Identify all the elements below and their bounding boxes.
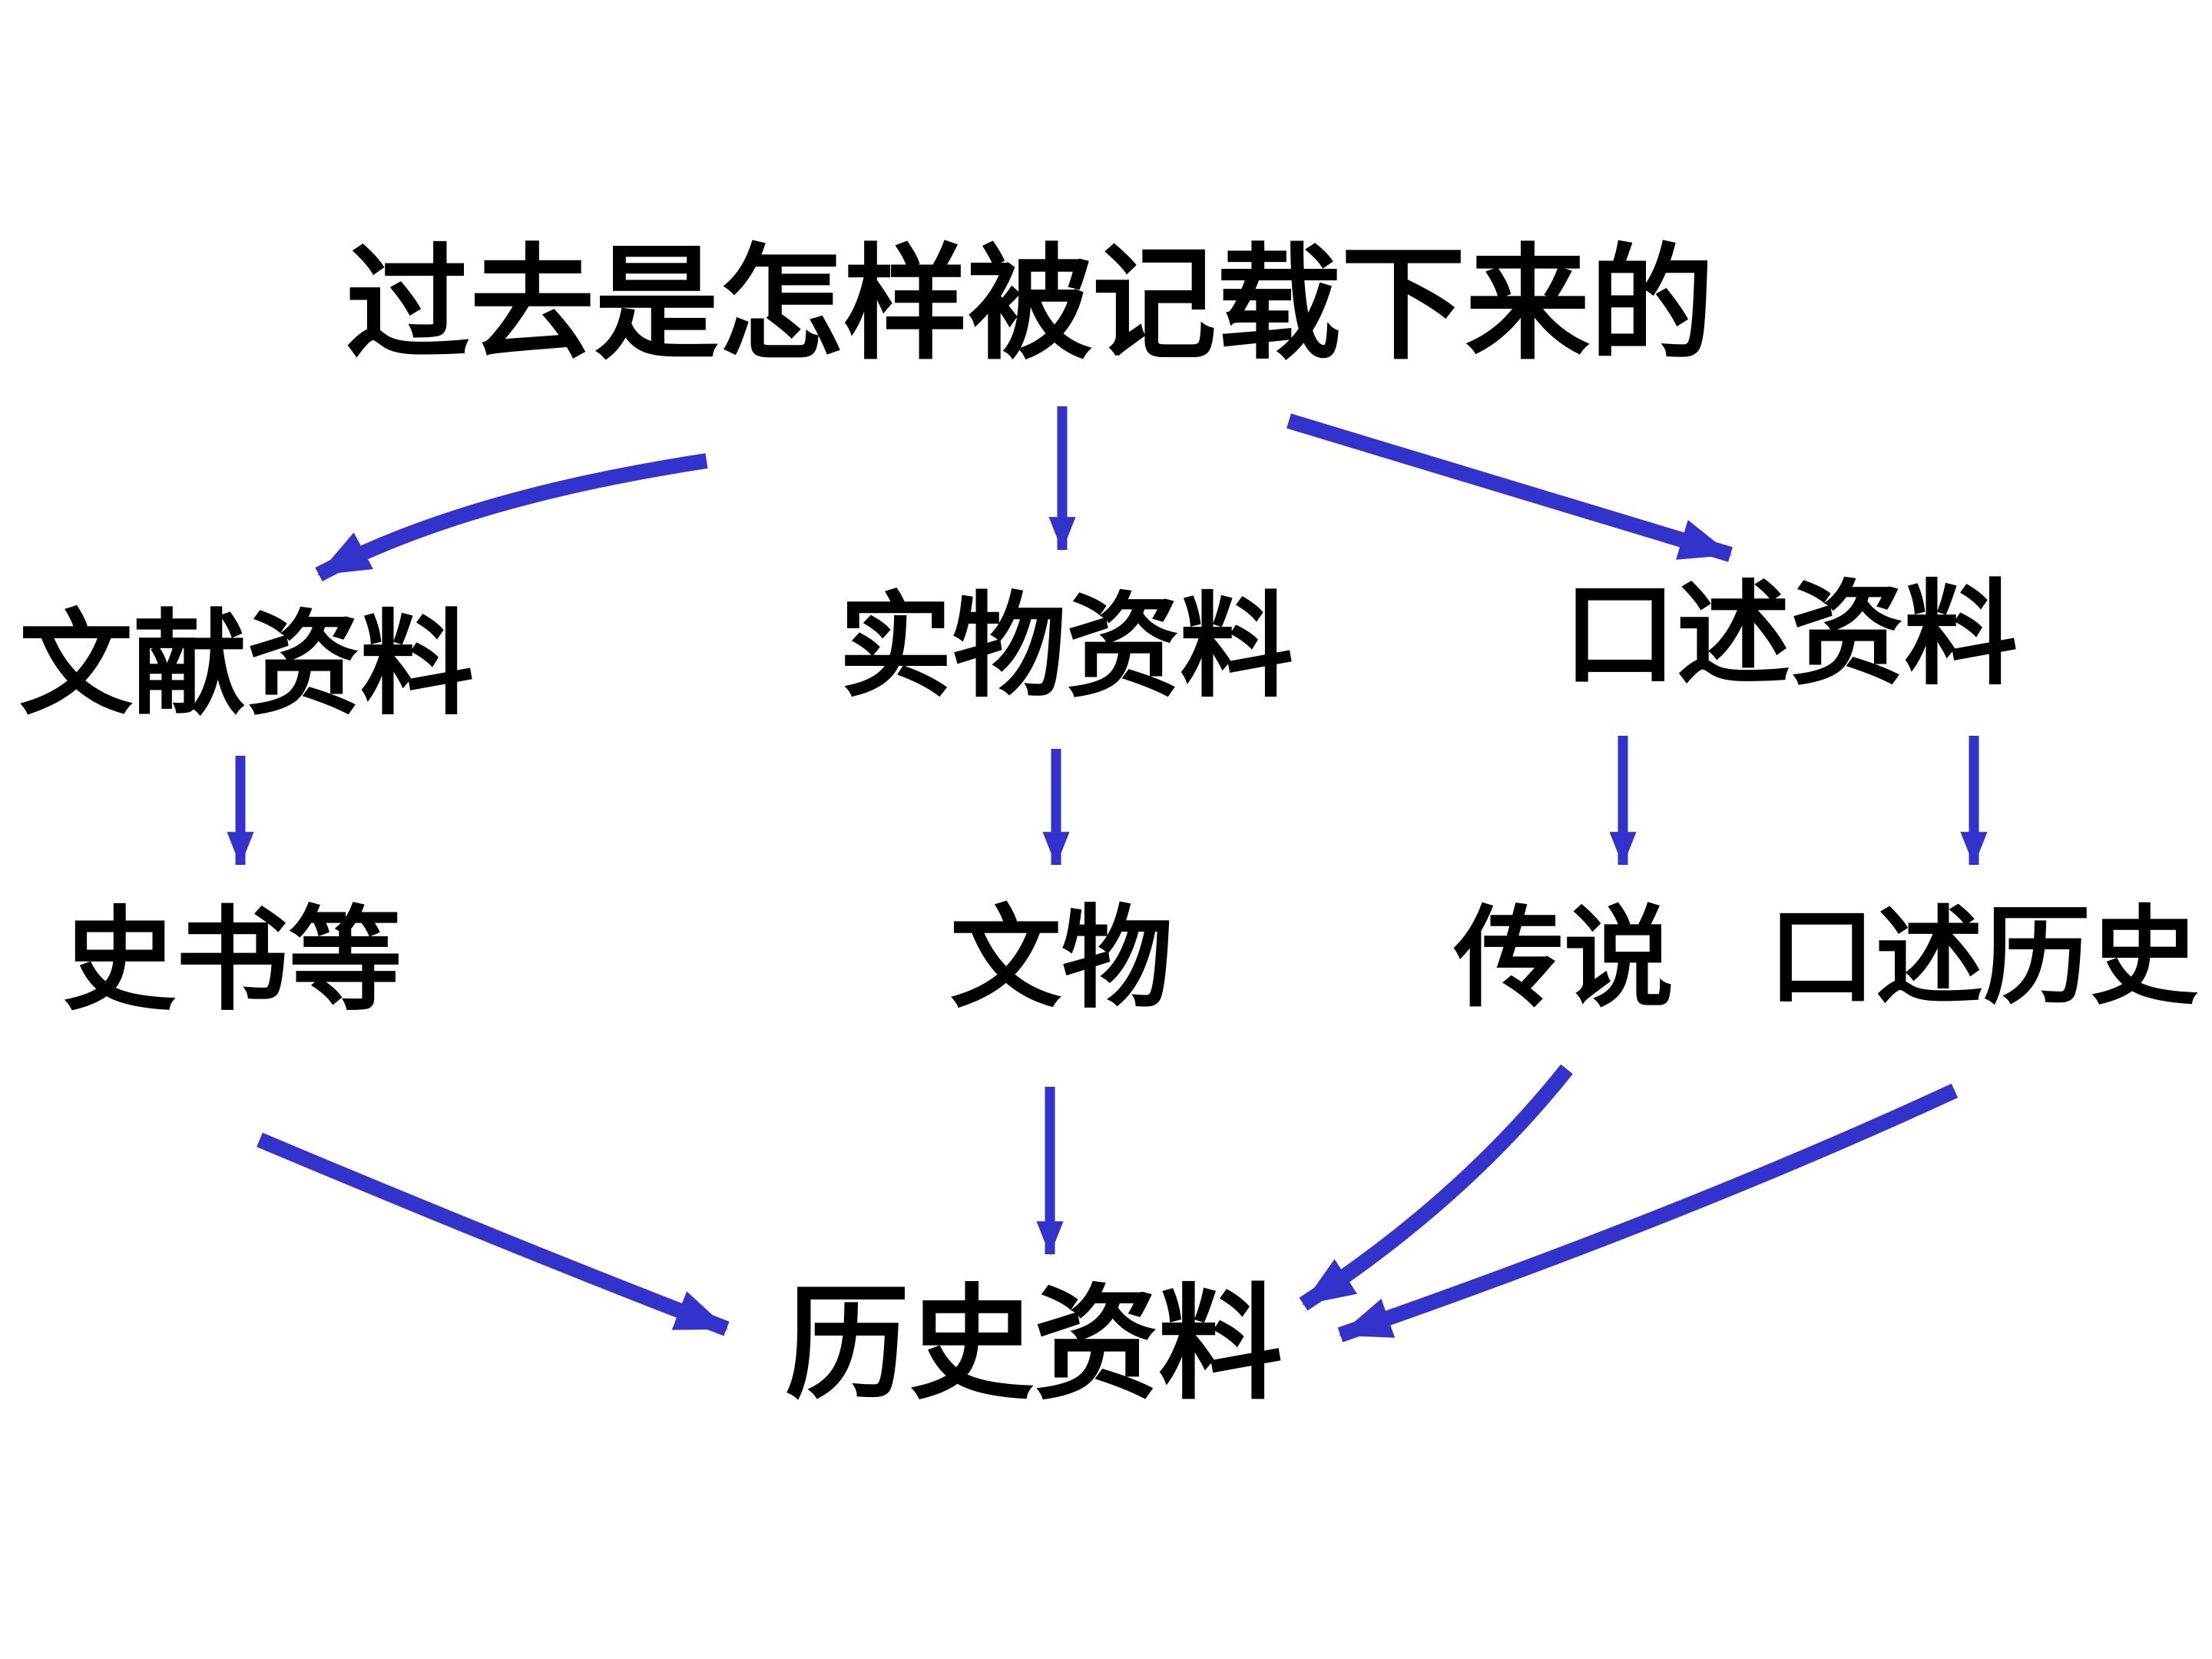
node-chuanshuo: 传说 bbox=[1454, 899, 1674, 1020]
diagram-title: 过去是怎样被记载下来的 bbox=[346, 237, 1714, 375]
node-wenwu: 文物 bbox=[950, 899, 1173, 1022]
arrow-shishu-deng-to-lishi-ziliao bbox=[257, 1132, 730, 1336]
arrow-chuanshuo-to-lishi-ziliao bbox=[1299, 1064, 1573, 1311]
arrow-koushu-lishi-to-lishi-ziliao bbox=[1337, 1083, 1959, 1343]
node-koushu-lishi: 口述历史 bbox=[1768, 899, 2199, 1018]
arrow-title-to-wenxian-ziliao bbox=[315, 453, 708, 581]
node-shishu-deng: 史书等 bbox=[63, 899, 402, 1024]
node-lishi-ziliao: 历史资料 bbox=[785, 1277, 1283, 1415]
node-koushu-ziliao: 口述资料 bbox=[1563, 573, 2018, 699]
node-wenxian-ziliao: 文献资料 bbox=[19, 603, 474, 729]
arrow-title-to-koushu-ziliao bbox=[1286, 413, 1733, 562]
node-shiwu-ziliao: 实物资料 bbox=[839, 585, 1293, 711]
